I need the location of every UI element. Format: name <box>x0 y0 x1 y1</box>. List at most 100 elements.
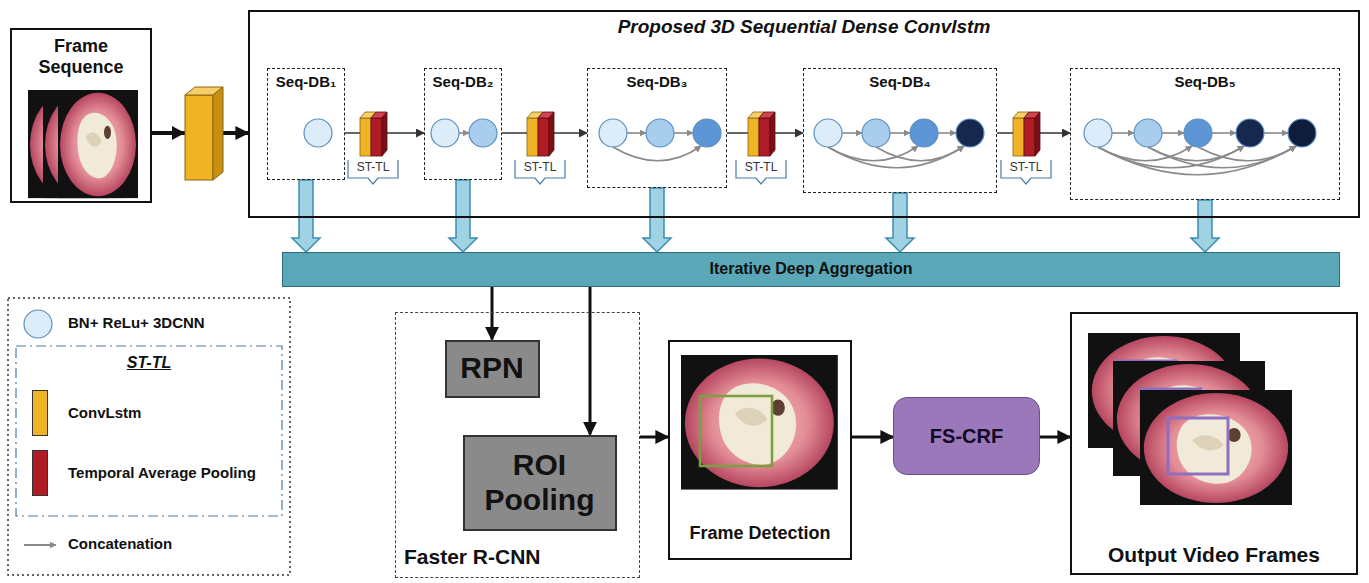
arrow-head <box>172 126 185 140</box>
concat-arc <box>1148 146 1296 168</box>
legend-frame <box>8 298 290 575</box>
flow-arrow <box>1040 436 1070 439</box>
node-label: Seq-DB₁ <box>276 73 336 90</box>
conv-unit <box>599 119 627 147</box>
flow-arrow <box>589 287 592 435</box>
node-label: ROI Pooling <box>480 448 600 517</box>
bracket <box>515 160 565 184</box>
conv-unit <box>910 119 938 147</box>
dense-block: Seq-DB₅ <box>1070 68 1340 200</box>
bracket <box>348 160 398 184</box>
endoscopy-frame <box>58 90 138 198</box>
node-label: Seq-DB₃ <box>626 73 687 90</box>
crf-box: FS-CRF <box>893 397 1040 475</box>
image-panel: Output Video Frames <box>1070 312 1358 575</box>
flow-arrow <box>640 436 668 439</box>
block-arrow <box>1191 200 1219 252</box>
concat-arc <box>828 146 964 168</box>
block-arrow <box>449 180 477 252</box>
block-arrow <box>886 193 914 252</box>
st-tl-block <box>748 112 775 156</box>
node-label: RPN <box>460 351 523 386</box>
bracket <box>1001 160 1051 184</box>
concat-arrow <box>1112 132 1134 134</box>
node-label: Seq-DB₄ <box>869 73 930 90</box>
model-container: Proposed 3D Sequential Dense ConvlstmSeq… <box>248 10 1360 218</box>
conv-unit <box>1184 119 1212 147</box>
concat-arc <box>1198 146 1296 161</box>
node-label: Seq-DB₂ <box>433 73 494 90</box>
conv-unit <box>304 119 332 147</box>
node-label: Proposed 3D Sequential Dense Convlstm <box>618 16 991 38</box>
legend-arrow-sample <box>24 544 56 546</box>
flow-arrow <box>491 287 494 340</box>
conv-unit <box>956 119 984 147</box>
conv-unit <box>1236 119 1264 147</box>
concat-arc <box>876 146 964 161</box>
legend-label: Concatenation <box>68 535 172 552</box>
legend-group-heading: ST-TL <box>16 354 282 372</box>
conv-unit <box>469 119 497 147</box>
concat-arrow <box>459 132 469 134</box>
block-arrow <box>292 180 320 252</box>
node-label: Frame Sequence <box>25 36 137 77</box>
concat-arc <box>1098 146 1296 175</box>
conv-unit <box>693 119 721 147</box>
conv-unit <box>1134 119 1162 147</box>
concat-arrow <box>1162 132 1184 134</box>
concat-arrow <box>890 132 910 134</box>
frame-sequence-photos <box>28 90 138 198</box>
concat-arrow <box>842 132 862 134</box>
dense-block: Seq-DB₄ <box>803 68 997 193</box>
bracket-label: ST-TL <box>515 161 565 175</box>
detection-box <box>1168 418 1228 474</box>
legend-label: BN+ ReLu+ 3DCNN <box>68 314 205 331</box>
conv-unit <box>814 119 842 147</box>
bracket-label: ST-TL <box>348 161 398 175</box>
image-panel: Frame Detection <box>668 340 852 560</box>
node-label: Frame Detection <box>689 523 830 544</box>
dense-block: Seq-DB₃ <box>587 68 727 188</box>
legend-group-border <box>16 346 282 516</box>
legend-label: Temporal Average Pooling <box>68 464 256 481</box>
node-label: Faster R-CNN <box>404 545 541 569</box>
legend-border <box>8 298 290 575</box>
endoscopy-frame <box>1140 390 1292 505</box>
node-label: FS-CRF <box>930 425 1003 448</box>
conv-units <box>304 119 1316 147</box>
node-label: Iterative Deep Aggregation <box>709 260 912 278</box>
legend-label: ConvLstm <box>68 404 141 421</box>
block-arrow <box>643 188 671 252</box>
block-face <box>185 95 213 180</box>
concat-arrow <box>938 132 956 134</box>
aggregation-band: Iterative Deep Aggregation <box>282 252 1340 287</box>
concat-arrow <box>1264 132 1288 134</box>
detection-photo <box>681 355 838 490</box>
concat-arrow <box>674 132 693 134</box>
concat-arc <box>613 146 701 161</box>
conv-unit <box>862 119 890 147</box>
node-label: Output Video Frames <box>1108 543 1320 567</box>
concat-arrow <box>627 132 646 134</box>
detection-box <box>700 396 772 466</box>
dense-block: Seq-DB₂ <box>424 68 502 180</box>
output-photos <box>1088 333 1292 505</box>
legend-circle-sample <box>24 310 52 338</box>
st-tl-block <box>1013 112 1040 156</box>
concat-arrow <box>1212 132 1236 134</box>
bracket-label: ST-TL <box>736 161 786 175</box>
process-box: RPN <box>445 340 540 398</box>
detector-group: Faster R-CNN RPN ROI Pooling <box>395 312 640 578</box>
dense-block: Seq-DB₁ <box>267 68 345 180</box>
st-tl-block <box>360 112 387 156</box>
conv-unit <box>646 119 674 147</box>
st-tl-block <box>527 112 554 156</box>
bracket-label: ST-TL <box>1001 161 1051 175</box>
legend-swatch <box>32 450 48 496</box>
conv-unit <box>1084 119 1112 147</box>
conv-unit <box>1288 119 1316 147</box>
st-tl-brackets <box>348 160 1051 184</box>
legend-swatch <box>32 390 48 436</box>
block-side <box>213 87 223 180</box>
